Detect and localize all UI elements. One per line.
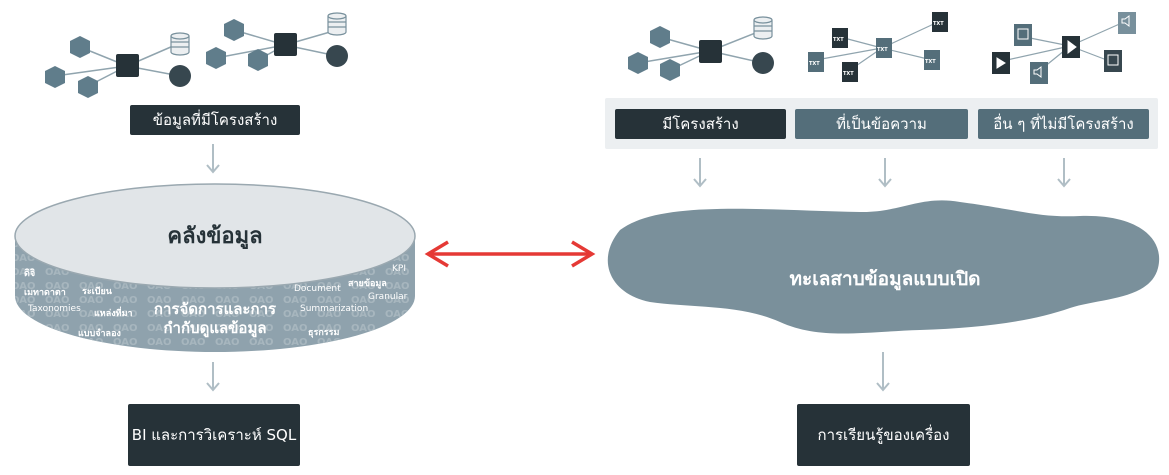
file-tag: TXT: [833, 37, 844, 43]
down-arrow-icon: [876, 352, 890, 392]
warehouse-term: ธุรกรรม: [308, 328, 340, 338]
warehouse-term: Taxonomies: [28, 304, 81, 314]
warehouse-term: แบบจำลอง: [78, 329, 121, 339]
file-tag: TXT: [877, 47, 888, 53]
data-lake-shape: [607, 200, 1160, 334]
structured-data-network-icon: [45, 12, 348, 98]
structured-data-label: ข้อมูลที่มีโครงสร้าง: [130, 105, 300, 135]
warehouse-title: คลังข้อมูล: [167, 224, 263, 249]
file-tag: TXT: [809, 61, 820, 67]
structured-network-icon: [628, 16, 774, 81]
warehouse-term: สายข้อมูล: [348, 279, 387, 289]
data-lake-title: ทะเลสาบข้อมูลแบบเปิด: [789, 268, 981, 290]
data-warehouse-cylinder: OAO: [14, 183, 416, 352]
category-unstructured: อื่น ๆ ที่ไม่มีโครงสร้าง: [978, 109, 1149, 139]
warehouse-term: Summarization: [300, 304, 369, 314]
media-files-icon: [992, 12, 1136, 84]
file-tag: TXT: [843, 71, 854, 77]
warehouse-term: KPI: [392, 264, 406, 274]
down-arrow-icon: [878, 158, 892, 188]
warehouse-term: Granular: [368, 292, 408, 302]
down-arrow-icon: [206, 144, 220, 174]
warehouse-term: ดิจิ: [24, 269, 36, 279]
warehouse-term: แหล่งที่มา: [94, 309, 133, 319]
bidirectional-arrow-icon: [424, 240, 596, 268]
category-text: ที่เป็นข้อความ: [795, 109, 968, 139]
machine-learning-box: การเรียนรู้ของเครื่อง: [797, 404, 970, 466]
text-documents-icon: TXT TXT TXT TXT TXT TXT: [808, 12, 948, 82]
file-tag: TXT: [933, 21, 944, 27]
warehouse-term: เมทาดาตา: [24, 288, 66, 298]
bi-sql-box: BI และการวิเคราะห์ SQL: [128, 404, 300, 466]
down-arrow-icon: [693, 158, 707, 188]
file-tag: TXT: [925, 59, 936, 65]
warehouse-term: ระเบียน: [82, 287, 112, 297]
down-arrow-icon: [206, 362, 220, 392]
down-arrow-icon: [1057, 158, 1071, 188]
warehouse-center-text: การจัดการและการ กำกับดูแลข้อมูล: [153, 300, 277, 337]
warehouse-term: Document: [294, 284, 341, 294]
category-structured: มีโครงสร้าง: [615, 109, 786, 139]
